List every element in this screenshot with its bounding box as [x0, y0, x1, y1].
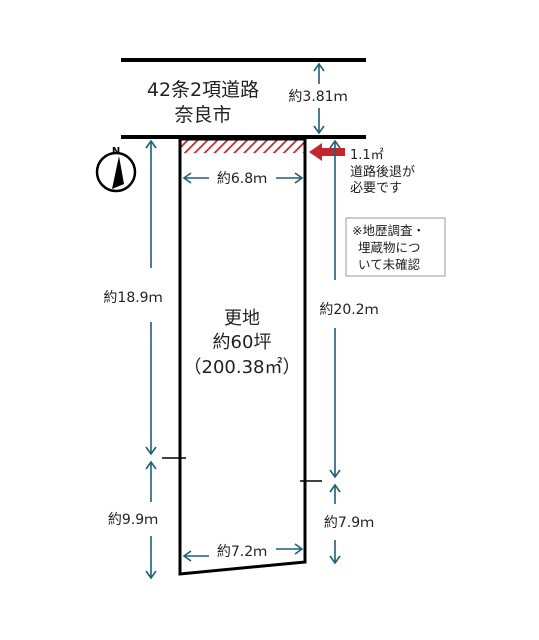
bottom-width-label: 約7.2ｍ [217, 544, 267, 560]
road-width-label: 約3.81ｍ [288, 89, 347, 105]
compass-north-label: N [112, 146, 120, 157]
right-lower-dimension [329, 483, 341, 565]
survey-note-line1: ※地歴調査・ [352, 223, 425, 238]
right-upper-label: 約20.2ｍ [319, 302, 378, 318]
top-width-label: 約6.8ｍ [217, 171, 267, 187]
setback-note-line2: 必要です [350, 181, 402, 196]
road-city: 奈良市 [174, 104, 231, 126]
setback-area [180, 139, 305, 153]
setback-area-label: 1.1㎡ [350, 148, 384, 163]
bottom-width-dimension [182, 543, 304, 562]
road-width-dimension [313, 62, 325, 135]
setback-arrow [309, 143, 345, 161]
top-width-dimension [182, 172, 304, 184]
right-lower-label: 約7.9ｍ [324, 515, 374, 531]
setback-note-line1: 道路後退が [350, 164, 415, 180]
survey-note-line3: いて未確認 [358, 257, 421, 272]
survey-note-line2: 埋蔵物につ [358, 240, 421, 255]
survey-note-box [345, 217, 446, 277]
road-name: 42条2項道路 [147, 79, 259, 101]
left-lower-dimension [145, 460, 157, 580]
lot-outline [178, 137, 307, 576]
lot-type-label: 更地 [224, 308, 260, 329]
left-upper-dimension [145, 139, 157, 456]
lot-tsubo-label: 約60坪 [213, 332, 272, 353]
compass-icon [95, 151, 137, 193]
left-upper-label: 約18.9ｍ [103, 290, 162, 306]
lot-sqm-label: （200.38㎡） [184, 356, 301, 378]
right-upper-dimension [329, 139, 341, 479]
left-lower-label: 約9.9ｍ [108, 512, 158, 528]
